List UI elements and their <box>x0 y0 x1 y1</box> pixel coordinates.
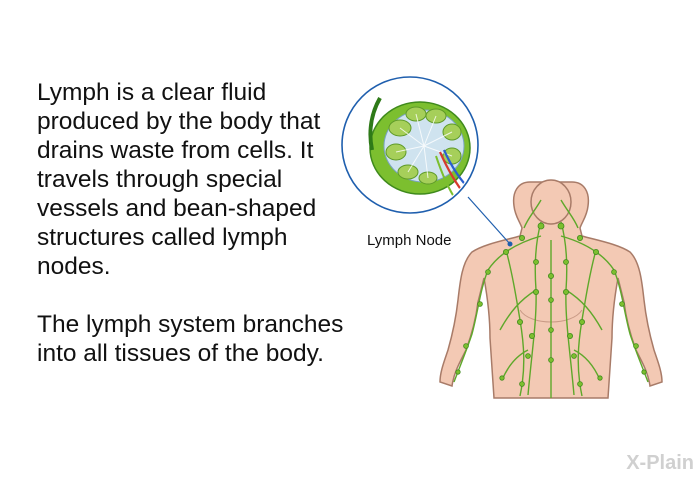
lymph-node-dots <box>455 222 647 387</box>
xplain-logo: X-Plain <box>626 452 694 474</box>
description-text: Lymph is a clear fluid produced by the b… <box>37 78 357 368</box>
lymph-node-magnified <box>341 76 479 214</box>
lymph-node-label: Lymph Node <box>367 232 452 249</box>
paragraph-lymph-definition: Lymph is a clear fluid produced by the b… <box>37 79 321 280</box>
callout-line <box>467 196 511 245</box>
paragraph-lymph-system: The lymph system branches into all tissu… <box>37 311 344 367</box>
